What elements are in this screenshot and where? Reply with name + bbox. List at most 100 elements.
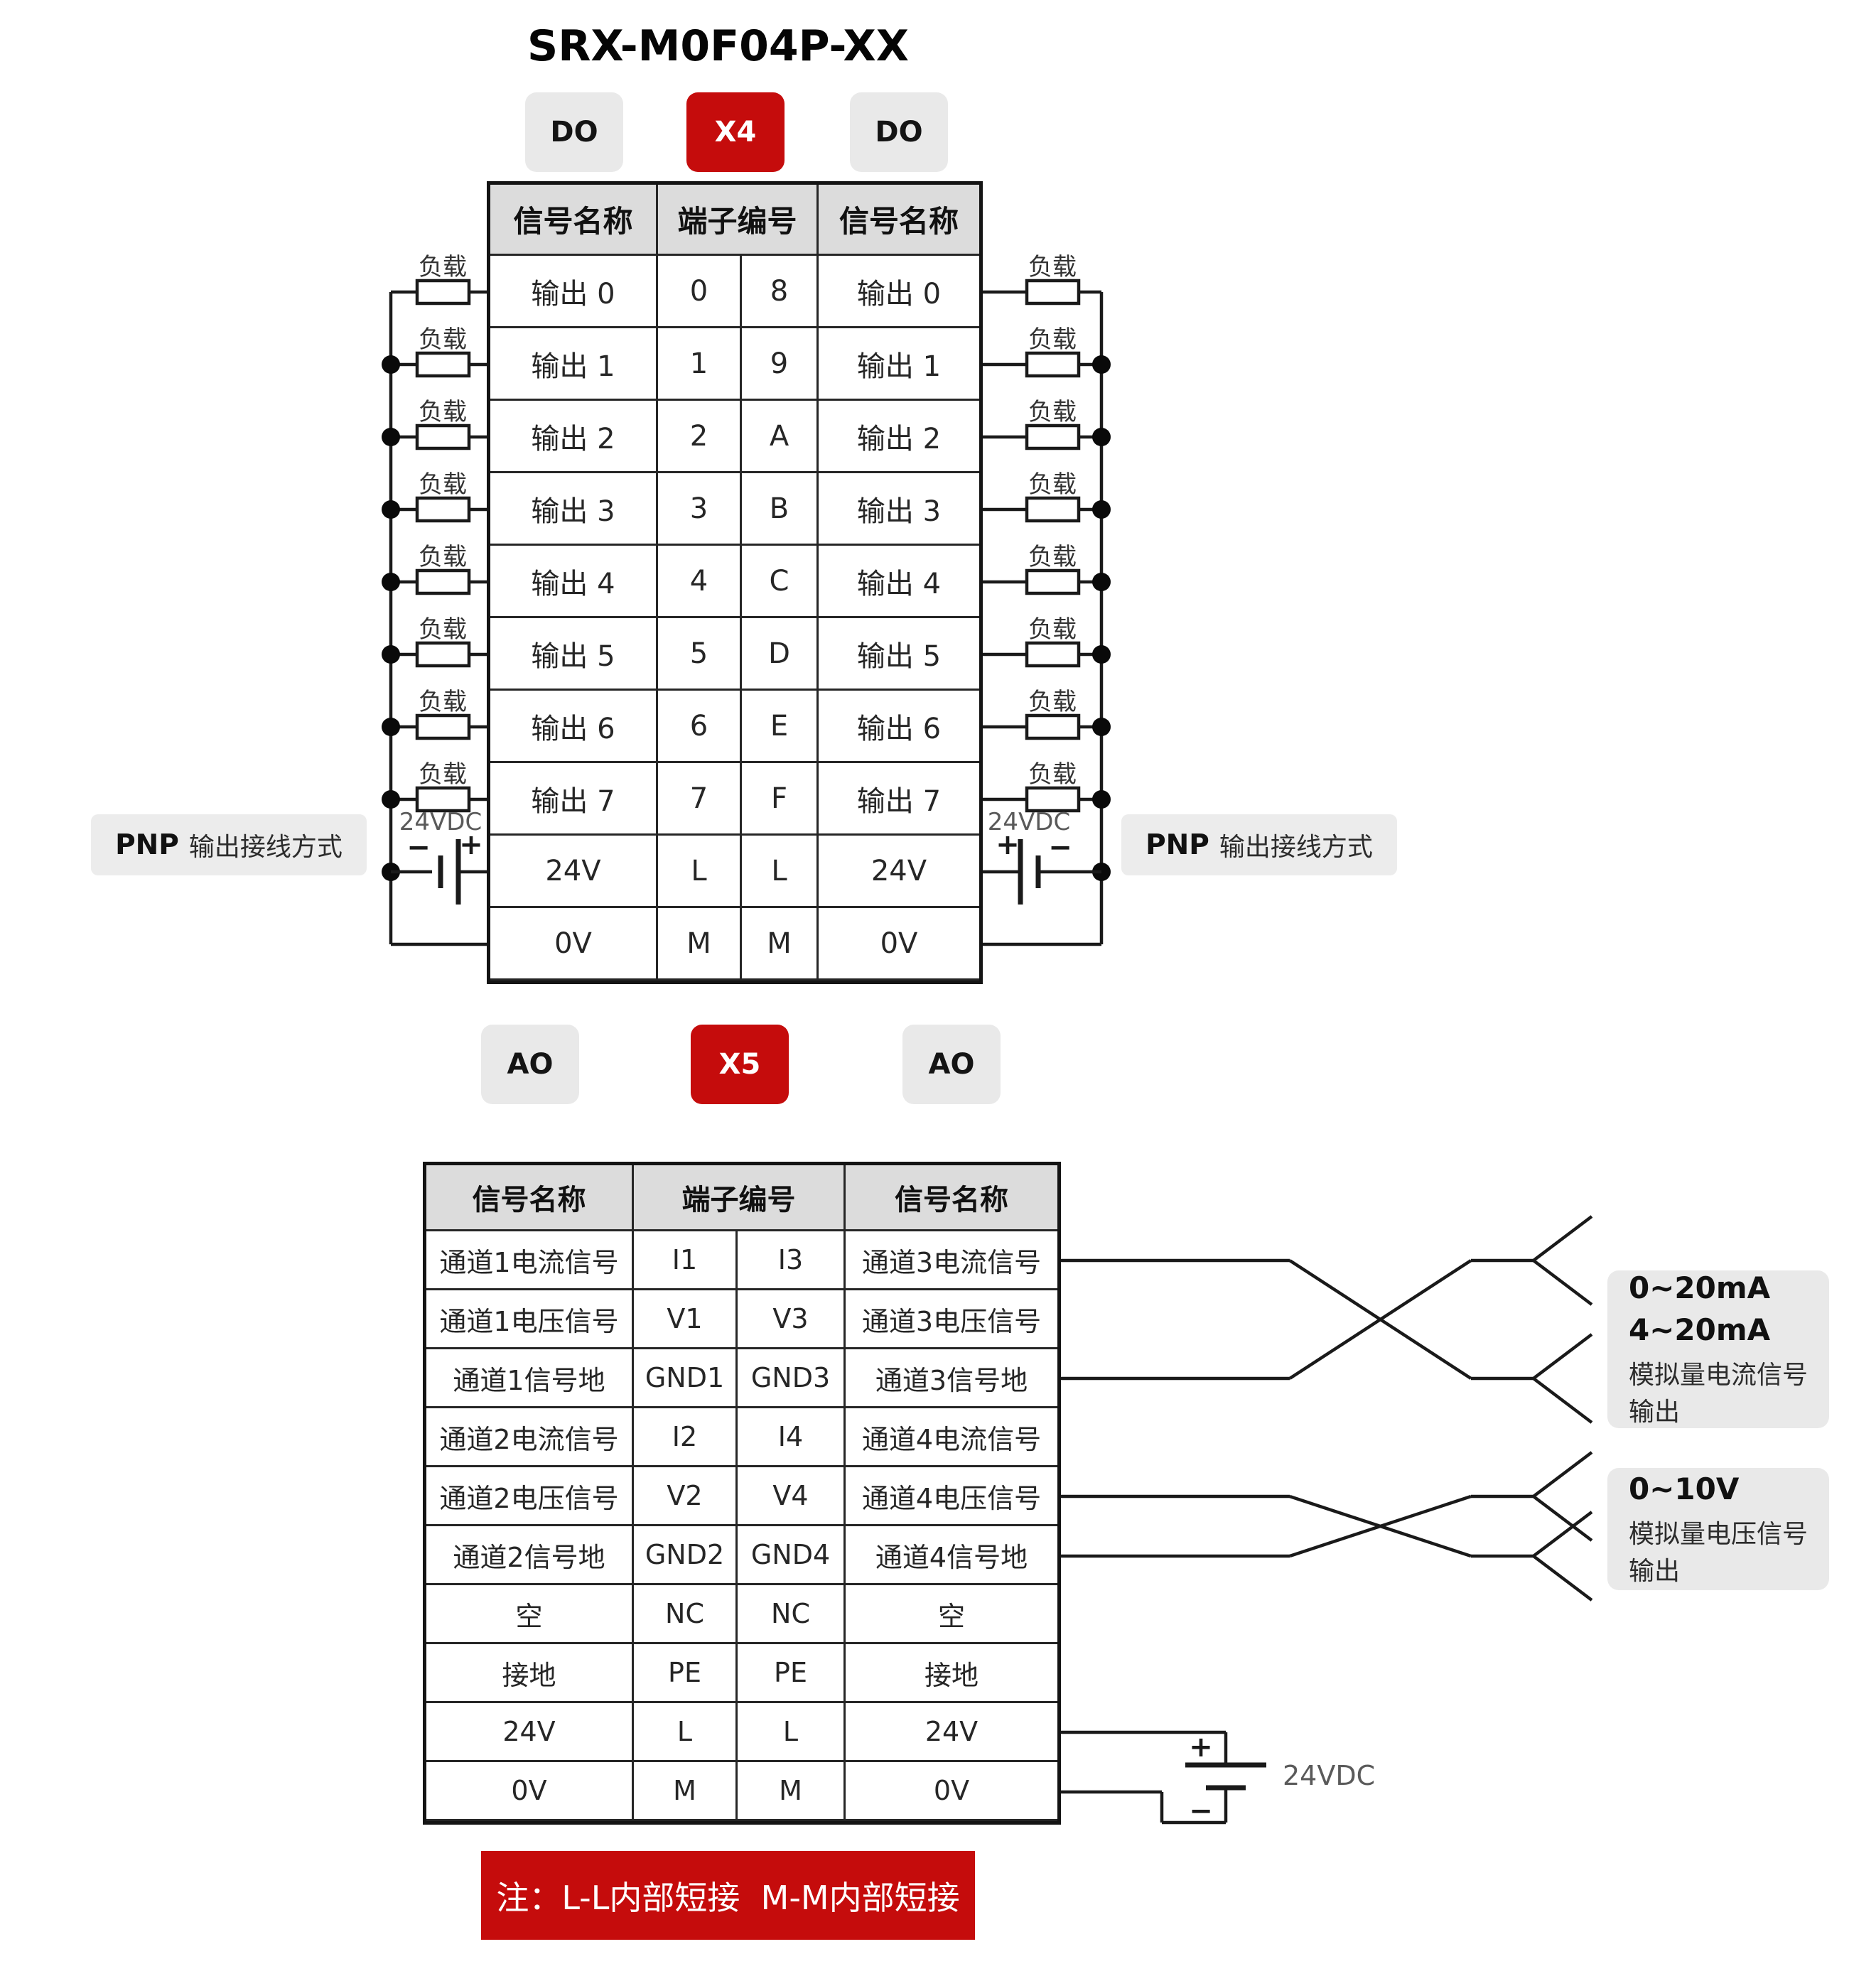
junction-dot — [382, 573, 400, 591]
column-header: 端子编号 — [634, 1165, 846, 1231]
table-cell: 3 — [658, 473, 742, 546]
column-header: 信号名称 — [846, 1165, 1057, 1231]
pnp-label-text: 输出接线方式 — [188, 833, 343, 862]
table-cell: 输出 1 — [490, 328, 658, 401]
table-cell: 输出 0 — [490, 256, 658, 328]
junction-dot — [1092, 790, 1111, 809]
supply-voltage-label: 24VDC — [399, 808, 482, 836]
table-cell: 输出 4 — [819, 546, 979, 618]
table-cell: I4 — [738, 1408, 846, 1467]
battery-plus-mark: + — [459, 828, 483, 861]
table-cell: 24V — [819, 836, 979, 908]
load-resistor — [1025, 423, 1081, 450]
table-cell: C — [742, 546, 819, 618]
battery-minus-mark: − — [406, 831, 431, 864]
table-cell: 输出 7 — [819, 763, 979, 836]
load-label: 负载 — [1028, 253, 1077, 281]
load-resistor — [415, 786, 471, 813]
table-cell: 空 — [426, 1585, 634, 1644]
page-title: SRX-M0F04P-XX — [527, 21, 910, 71]
table-cell: 8 — [742, 256, 819, 328]
badge-x5-connector: X5 — [691, 1025, 789, 1104]
load-label: 负载 — [419, 398, 467, 426]
table-cell: 输出 5 — [490, 618, 658, 691]
table-cell: V4 — [738, 1467, 846, 1526]
x5-current-output-pair — [1059, 1215, 1593, 1424]
table-cell: 输出 3 — [819, 473, 979, 546]
table-cell: 输出 4 — [490, 546, 658, 618]
current-range-1: 0~20mA — [1629, 1270, 1771, 1305]
table-cell: 24V — [426, 1703, 634, 1762]
table-cell: 1 — [658, 328, 742, 401]
load-label: 负载 — [419, 543, 467, 571]
badge-ao-right: AO — [902, 1025, 1001, 1104]
junction-dot — [1092, 573, 1111, 591]
load-label: 负载 — [1028, 470, 1077, 499]
table-cell: NC — [634, 1585, 738, 1644]
load-resistor — [1025, 351, 1081, 378]
load-label: 负载 — [419, 253, 467, 281]
table-cell: 通道1电压信号 — [426, 1290, 634, 1349]
load-resistor — [1025, 279, 1081, 306]
internal-short-note: 注：L-L内部短接 M-M内部短接 — [481, 1851, 975, 1940]
junction-dot — [1092, 500, 1111, 519]
table-cell: 5 — [658, 618, 742, 691]
load-resistor — [415, 279, 471, 306]
table-cell: 7 — [658, 763, 742, 836]
junction-dot — [382, 790, 400, 809]
load-resistor — [415, 423, 471, 450]
junction-dot — [1092, 355, 1111, 374]
pnp-wiring-label-left: PNP 输出接线方式 — [91, 814, 367, 875]
table-cell: I2 — [634, 1408, 738, 1467]
load-label: 负载 — [419, 760, 467, 789]
junction-dot — [382, 718, 400, 736]
table-cell: 0V — [490, 908, 658, 981]
load-label: 负载 — [1028, 543, 1077, 571]
table-cell: 通道3电流信号 — [846, 1231, 1057, 1290]
table-cell: 输出 3 — [490, 473, 658, 546]
battery-minus-mark: − — [1189, 1795, 1213, 1827]
junction-dot — [382, 645, 400, 664]
table-cell: L — [634, 1703, 738, 1762]
table-cell: 输出 7 — [490, 763, 658, 836]
table-cell: 接地 — [426, 1644, 634, 1703]
load-resistor — [415, 351, 471, 378]
load-label: 负载 — [1028, 398, 1077, 426]
load-label: 负载 — [419, 615, 467, 644]
table-cell: 通道4电压信号 — [846, 1467, 1057, 1526]
table-cell: L — [658, 836, 742, 908]
badge-ao-left: AO — [481, 1025, 579, 1104]
table-cell: 0 — [658, 256, 742, 328]
load-label: 负载 — [419, 470, 467, 499]
junction-dot — [382, 500, 400, 519]
badge-x4-connector: X4 — [686, 92, 785, 172]
table-cell: B — [742, 473, 819, 546]
table-cell: I3 — [738, 1231, 846, 1290]
table-cell: 通道1电流信号 — [426, 1231, 634, 1290]
load-label: 负载 — [1028, 760, 1077, 789]
table-cell: 0V — [819, 908, 979, 981]
table-cell: 输出 5 — [819, 618, 979, 691]
table-cell: E — [742, 691, 819, 763]
column-header: 信号名称 — [426, 1165, 634, 1231]
load-label: 负载 — [1028, 325, 1077, 354]
supply-voltage-label: 24VDC — [1283, 1760, 1375, 1791]
table-cell: 输出 6 — [490, 691, 658, 763]
voltage-output-desc: 模拟量电压信号输出 — [1629, 1519, 1808, 1586]
load-resistor — [1025, 786, 1081, 813]
pnp-label-bold: PNP — [1145, 828, 1209, 861]
table-cell: L — [738, 1703, 846, 1762]
junction-dot — [382, 428, 400, 446]
table-cell: 输出 1 — [819, 328, 979, 401]
supply-voltage-label: 24VDC — [988, 808, 1070, 836]
table-cell: D — [742, 618, 819, 691]
table-cell: M — [634, 1762, 738, 1821]
battery-24vdc-right: + − 24VDC — [981, 808, 1101, 905]
battery-24vdc-bottom: + − 24VDC — [1059, 1730, 1375, 1827]
pnp-label-bold: PNP — [115, 828, 179, 861]
badge-do-left: DO — [525, 92, 623, 172]
current-output-desc: 模拟量电流信号输出 — [1629, 1361, 1808, 1427]
